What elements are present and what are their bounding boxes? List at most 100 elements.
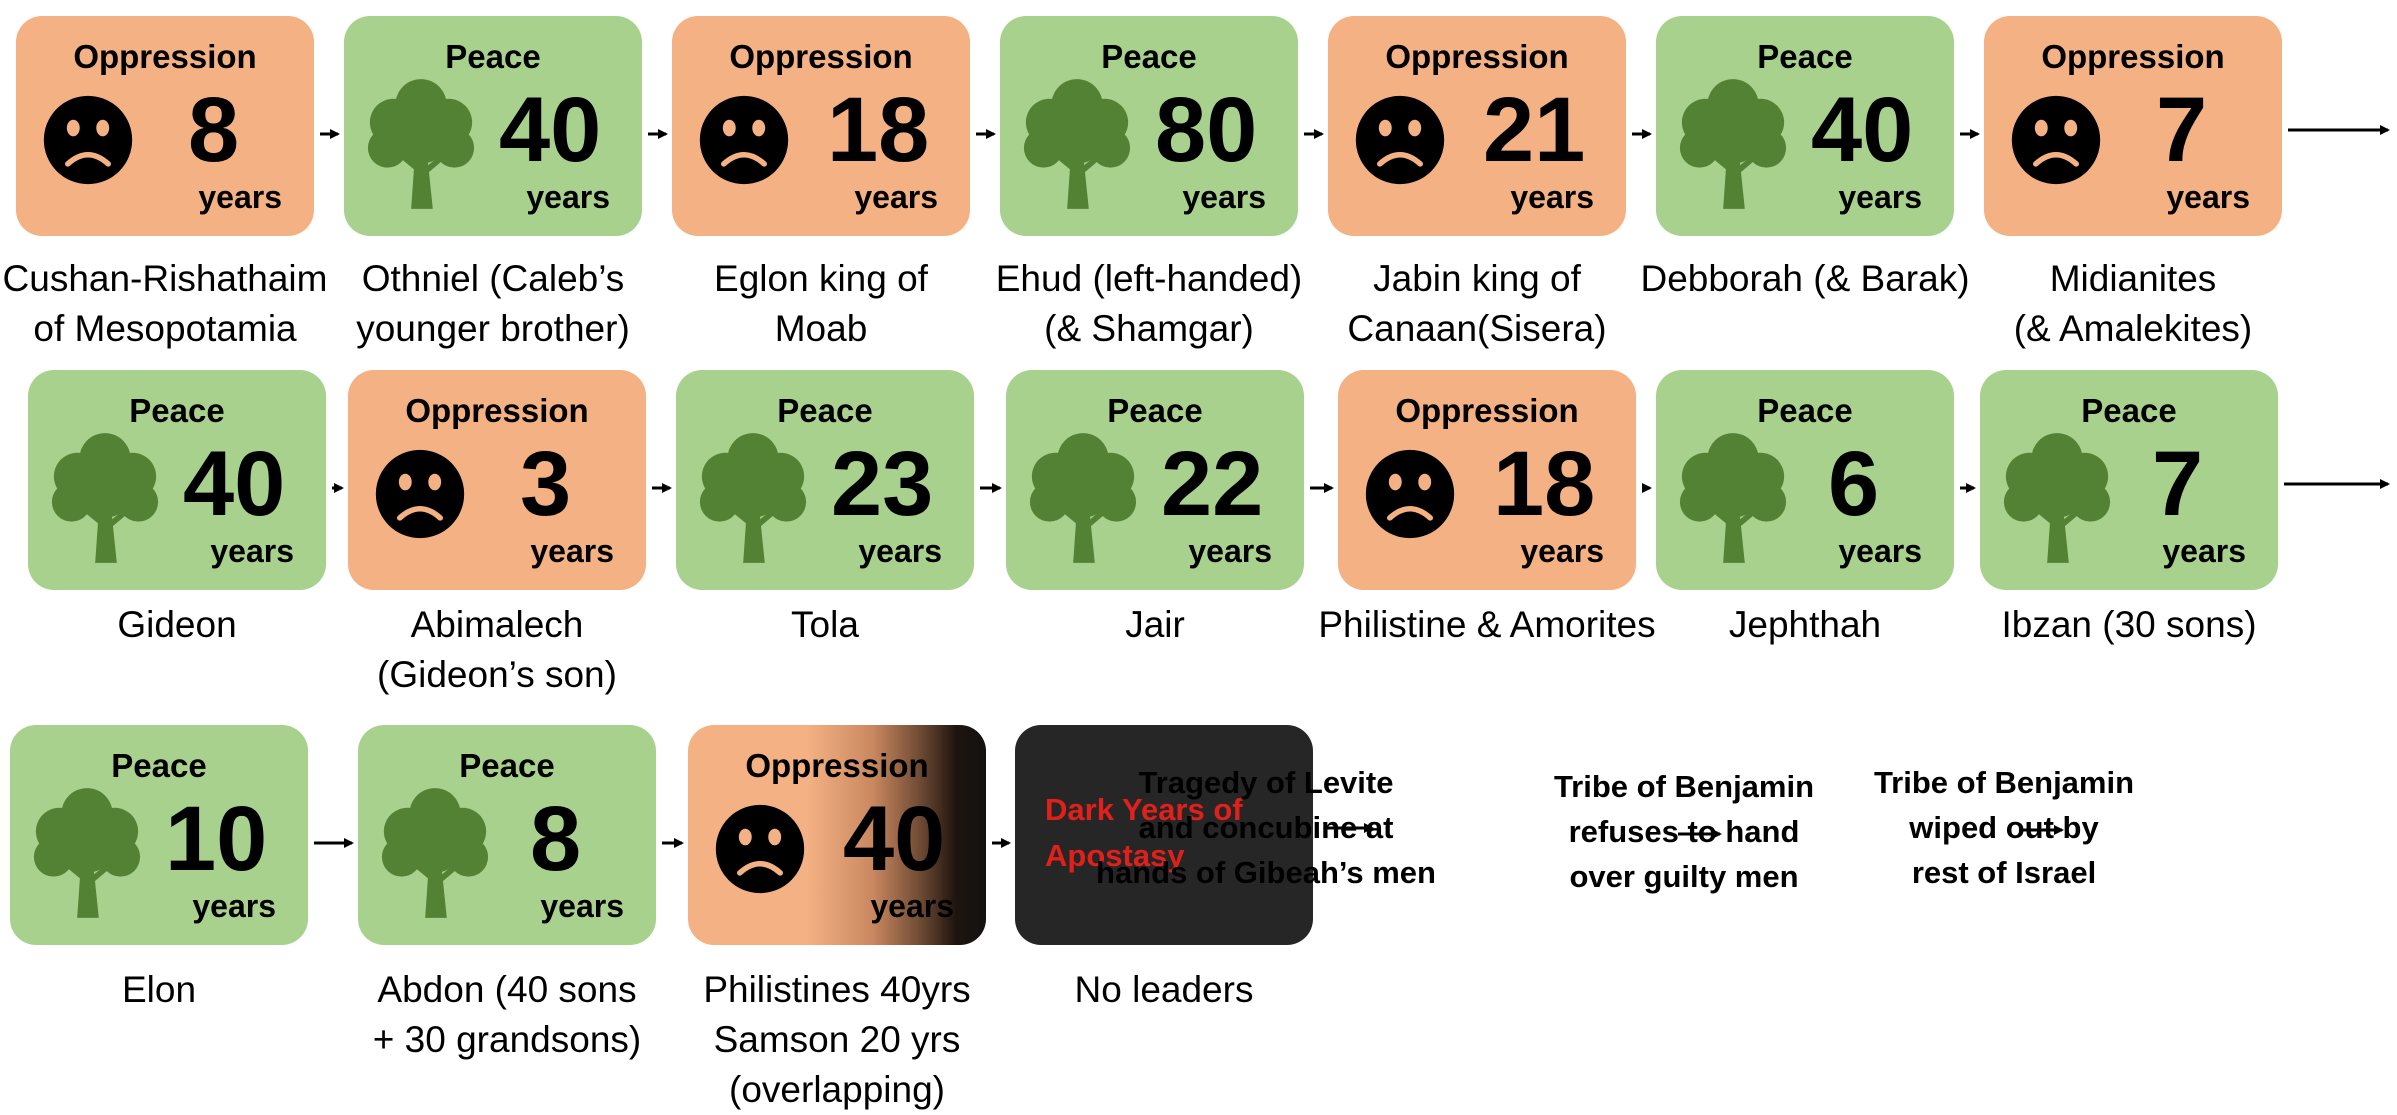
label-line: Debborah (& Barak) (1640, 258, 1970, 299)
card-title: Peace (1101, 38, 1197, 75)
judge-label: Tola (645, 600, 1005, 650)
judge-label: Othniel (Caleb’s younger brother) (313, 254, 673, 354)
sad-face-icon (1354, 94, 1446, 186)
label-line: (Gideon’s son) (377, 654, 617, 695)
label-line: Philistines 40yrs (703, 969, 971, 1010)
years-count: 23 (831, 433, 934, 535)
judge-label: Jephthah (1625, 600, 1985, 650)
outcome-step: Tribe of Benjamin refuses to hand over gui… (1504, 764, 1864, 899)
card-title: Oppression (1395, 392, 1579, 429)
label-line: Canaan(Sisera) (1347, 308, 1607, 349)
label-line: Philistine & Amorites (1318, 604, 1656, 645)
label-line: Samson 20 yrs (713, 1019, 961, 1060)
years-unit: years (2166, 179, 2250, 215)
years-count: 18 (827, 79, 930, 181)
step-line: refuses to hand (1568, 814, 1800, 849)
judge-label: No leaders (984, 965, 1344, 1015)
years-count: 40 (843, 788, 946, 890)
card-title: Peace (129, 392, 225, 429)
years-unit: years (1510, 179, 1594, 215)
card-title: Peace (459, 747, 555, 784)
tree-icon (362, 74, 480, 214)
years-count: 40 (183, 433, 286, 535)
sad-face-icon (714, 803, 806, 895)
judge-label: Ehud (left-handed)(& Shamgar) (969, 254, 1329, 354)
label-line: Jair (1125, 604, 1185, 645)
card-title: Oppression (405, 392, 589, 429)
years-count: 40 (499, 79, 602, 181)
label-line: Ehud (left-handed) (995, 258, 1303, 299)
years-unit: years (210, 533, 294, 569)
years-unit: years (1520, 533, 1604, 569)
label-line: Elon (121, 969, 197, 1010)
tree-icon (28, 783, 146, 923)
label-line: younger brother) (356, 308, 630, 349)
years-unit: years (192, 888, 276, 924)
label-line: Gideon (117, 604, 237, 645)
judge-label: Elon (0, 965, 339, 1015)
judge-label: Jair (975, 600, 1335, 650)
card-title: Oppression (73, 38, 257, 75)
label-line: Midianites (2049, 258, 2217, 299)
label-line: Jabin king of (1373, 258, 1581, 299)
sad-face-icon (374, 448, 466, 540)
years-unit: years (530, 533, 614, 569)
years-count: 7 (2156, 79, 2208, 181)
label-line: (& Amalekites) (2013, 308, 2253, 349)
tree-icon (1018, 74, 1136, 214)
tree-icon (376, 783, 494, 923)
card-title: Peace (2081, 392, 2177, 429)
years-unit: years (1838, 533, 1922, 569)
card-title: Dark Years of Apostasy (1045, 792, 1243, 873)
years-count: 3 (520, 433, 572, 535)
years-count: 22 (1161, 433, 1264, 535)
label-line: + 30 grandsons) (372, 1019, 642, 1060)
step-line: Tribe of Benjamin (1553, 769, 1815, 804)
sad-face-icon (2010, 94, 2102, 186)
step-line: and concubine at (1138, 810, 1394, 845)
label-line: of Mesopotamia (33, 308, 297, 349)
years-unit: years (1838, 179, 1922, 215)
card-title: Peace (777, 392, 873, 429)
label-line: Othniel (Caleb’s (361, 258, 625, 299)
card-title: Oppression (1385, 38, 1569, 75)
years-count: 8 (530, 788, 582, 890)
years-unit: years (526, 179, 610, 215)
judge-label: Philistine & Amorites (1307, 600, 1667, 650)
judge-label: Ibzan (30 sons) (1949, 600, 2309, 650)
step-line: hands of Gibeah’s men (1096, 855, 1436, 890)
card-title: Oppression (2041, 38, 2225, 75)
card-title: Oppression (729, 38, 913, 75)
card-title: Peace (111, 747, 207, 784)
label-line: Jephthah (1728, 604, 1882, 645)
tree-icon (1674, 428, 1792, 568)
tree-icon (1674, 74, 1792, 214)
years-unit: years (870, 888, 954, 924)
judge-label: Abdon (40 sons+ 30 grandsons) (327, 965, 687, 1065)
sad-face-icon (698, 94, 790, 186)
step-line: over guilty men (1569, 859, 1799, 894)
years-unit: years (854, 179, 938, 215)
step-line: Tribe of Benjamin (1873, 765, 2135, 800)
years-unit: years (540, 888, 624, 924)
step-line: rest of Israel (1911, 855, 2097, 890)
judge-label: Gideon (0, 600, 357, 650)
years-unit: years (2162, 533, 2246, 569)
